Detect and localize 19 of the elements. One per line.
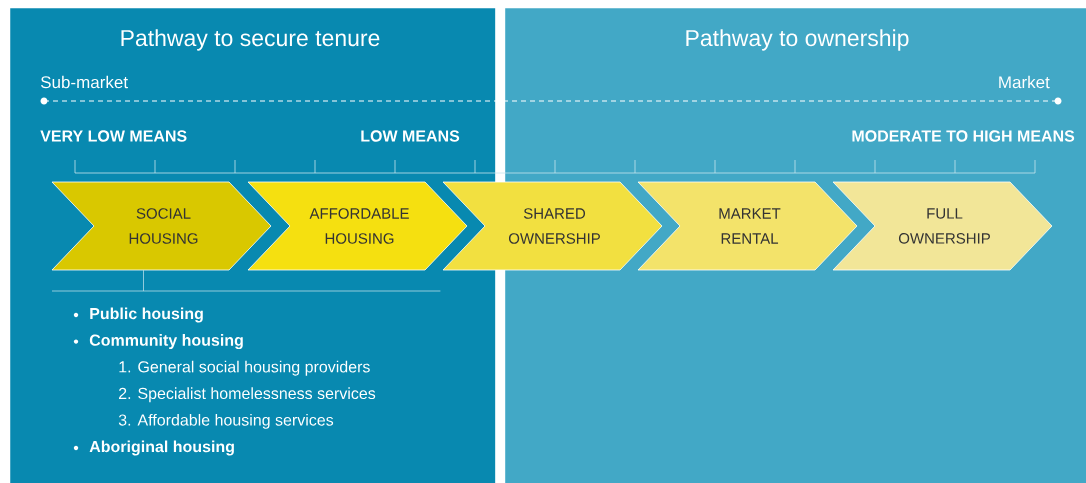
bullet-item: Community housing — [73, 334, 243, 350]
chevron-step: SOCIAL HOUSING — [51, 181, 272, 271]
means-label: MODERATE TO HIGH MEANS — [852, 130, 1075, 142]
means-label: VERY LOW MEANS — [40, 130, 187, 142]
numbered-item: 2. Specialist homelessness services — [119, 387, 376, 403]
numbered-item: 1. General social housing providers — [119, 360, 370, 376]
bullet-item: Aboriginal housing — [73, 440, 234, 456]
bullet-item: Public housing — [73, 307, 203, 323]
panel-heading: Pathway to ownership — [686, 29, 909, 51]
scale-label: Market — [999, 75, 1050, 89]
chevron-step: SHARED OWNERSHIP — [442, 181, 663, 271]
leader-line — [143, 269, 144, 292]
means-label: LOW MEANS — [361, 130, 460, 142]
panel-heading: Pathway to secure tenure — [121, 29, 380, 51]
numbered-item: 3. Affordable housing services — [118, 413, 334, 429]
scale-label: Sub-market — [40, 75, 128, 89]
chevron-step: AFFORDABLE HOUSING — [247, 181, 468, 271]
chevron-step: FULL OWNERSHIP — [832, 181, 1053, 271]
chevron-step: MARKET RENTAL — [637, 181, 858, 271]
